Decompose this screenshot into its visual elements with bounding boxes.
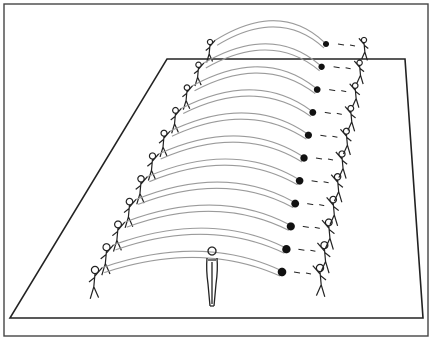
ball-trail [338, 44, 355, 46]
right-catcher [313, 264, 326, 296]
throw-arc-outer [181, 90, 311, 111]
throw-arc-outer [125, 205, 289, 224]
left-thrower-body [182, 86, 192, 110]
throwing-pair-5 [159, 113, 351, 157]
ball-trail [294, 272, 311, 274]
ball [296, 177, 304, 185]
throw-arc-outer [215, 21, 324, 42]
ball [309, 109, 316, 116]
throw-arc-outer [113, 228, 284, 247]
throwing-pair-9 [112, 205, 334, 251]
ball [278, 268, 287, 277]
ball [318, 64, 324, 70]
right-catcher [350, 83, 360, 108]
left-thrower [124, 198, 136, 228]
right-catcher [331, 174, 343, 203]
left-thrower [89, 266, 102, 298]
ball [291, 200, 299, 208]
left-thrower-body [124, 199, 136, 227]
ball [323, 41, 329, 47]
throw-arc-outer [136, 182, 293, 202]
right-catcher-body [354, 61, 364, 84]
right-catcher [345, 106, 356, 132]
ball [314, 86, 321, 93]
right-catcher [336, 151, 347, 179]
ball [305, 132, 312, 139]
right-catcher-body [313, 266, 326, 297]
ball-trail [312, 181, 329, 183]
right-catcher-body [350, 84, 360, 108]
throwing-pair-7 [136, 159, 343, 204]
ball-trail [307, 204, 324, 206]
ball [282, 245, 290, 253]
ball-trail [298, 249, 315, 251]
throwing-pairs-group [89, 21, 368, 299]
left-thrower [171, 108, 182, 134]
center-figure [207, 247, 218, 306]
left-thrower-body [147, 154, 158, 181]
throwing-pair-4 [171, 90, 356, 133]
right-catcher-body [359, 38, 368, 60]
throw-arc-outer [147, 159, 297, 179]
ball-trail [325, 112, 342, 114]
ball [287, 222, 295, 230]
center-figure-head [208, 247, 216, 255]
left-thrower-body [89, 268, 102, 299]
throw-arc-outer [193, 67, 316, 88]
ball [300, 154, 307, 161]
right-catcher [354, 60, 364, 84]
throw-arc-outer [159, 136, 302, 156]
ball-trail [320, 135, 337, 137]
throwing-pair-8 [124, 182, 339, 228]
right-catcher-body [336, 152, 347, 179]
right-catcher-body [331, 175, 343, 203]
throwing-pair-6 [147, 136, 347, 181]
throw-arc-outer [204, 44, 320, 65]
throw-arc-outer [170, 113, 306, 133]
center-figure-body [207, 258, 218, 306]
left-thrower [136, 176, 148, 205]
throw-arc-outer [102, 251, 280, 270]
ball-trail [329, 90, 346, 92]
ball-trail [316, 158, 333, 160]
ball-trail [303, 226, 320, 228]
right-catcher-body [345, 106, 356, 131]
ball-trail [334, 67, 351, 69]
left-thrower-body [136, 177, 148, 205]
right-catcher [359, 37, 368, 60]
